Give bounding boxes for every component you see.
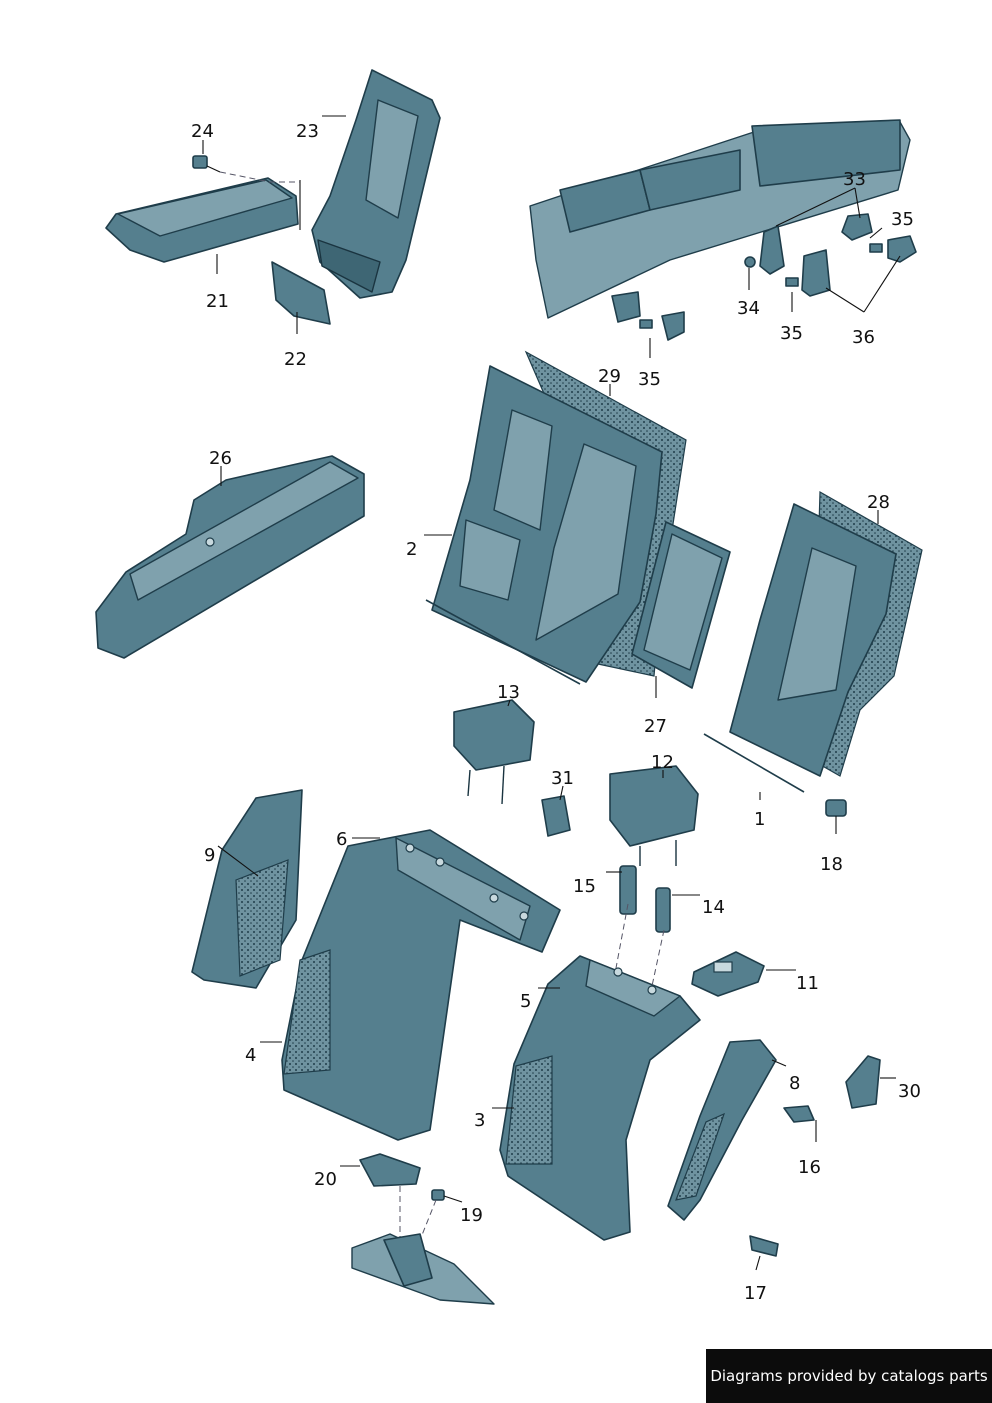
callout-label: 4 [245,1045,256,1066]
backrest-frame-large-part [425,350,687,685]
armrest-cushion-part [105,177,301,263]
callout-label: 24 [191,121,214,142]
guide-part-15 [619,865,637,915]
callout-label: 29 [598,366,621,387]
callout-label: 1 [754,809,765,830]
callout-label: 3 [474,1110,485,1131]
callout-label: 20 [314,1169,337,1190]
callout-label: 28 [867,492,890,513]
callout-label: 30 [898,1081,921,1102]
bezel-part [691,951,765,997]
footer-credit: Diagrams provided by catalogs parts [706,1349,992,1403]
armrest-frame-part [311,69,441,299]
screw-part-19 [419,1189,445,1241]
bracket-part-33 [611,213,873,323]
rear-shelf-part [529,119,911,319]
callout-labels: 24 23 21 22 33 35 34 35 36 29 35 26 2 28… [191,121,921,1304]
callout-label: 23 [296,121,319,142]
callout-label: 5 [520,991,531,1012]
footer-text: Diagrams provided by catalogs parts [710,1367,988,1385]
clip-part-17 [749,1235,779,1257]
callout-label: 35 [891,209,914,230]
bolt-part-18 [825,799,847,817]
side-trim-part-8 [667,1039,777,1221]
callout-label: 31 [551,768,574,789]
cap-part-35 [639,235,917,341]
callout-label: 35 [780,323,803,344]
leader-lines [202,115,901,1271]
callout-label: 17 [744,1283,767,1304]
switch-part [541,795,571,837]
backrest-cover-small-part [499,903,701,1241]
backrest-cover-large-part [281,829,561,1141]
bolt-part-24 [192,155,300,183]
callout-label: 11 [796,973,819,994]
insulation-pad-part [631,521,731,689]
callout-label: 8 [789,1073,800,1094]
callout-label: 36 [852,327,875,348]
callout-label: 35 [638,369,661,390]
callout-label: 27 [644,716,667,737]
headrest-part-12 [609,765,699,866]
callout-label: 26 [209,448,232,469]
clip-part-16 [783,1105,815,1123]
callout-label: 33 [843,169,866,190]
latch-part [845,1055,881,1109]
callout-label: 19 [460,1205,483,1226]
floor-rail-part [351,1233,495,1305]
callout-label: 6 [336,829,347,850]
callout-label: 34 [737,298,760,319]
hinge-bracket-part [359,1153,421,1240]
headrest-part-13 [453,699,535,805]
callout-label: 12 [651,752,674,773]
side-bolster-part [95,455,365,659]
side-trim-part-9 [191,789,303,989]
plate-part-36 [801,249,831,297]
callout-label: 14 [702,897,725,918]
guide-part-14 [655,887,671,933]
backrest-frame-small-part [703,490,923,793]
callout-label: 15 [573,876,596,897]
flap-part [271,261,331,325]
callout-label: 18 [820,854,843,875]
callout-label: 22 [284,349,307,370]
callout-label: 2 [406,539,417,560]
callout-label: 13 [497,682,520,703]
callout-label: 9 [204,845,215,866]
callout-label: 16 [798,1157,821,1178]
bracket-part-34 [744,225,785,275]
callout-label: 21 [206,291,229,312]
